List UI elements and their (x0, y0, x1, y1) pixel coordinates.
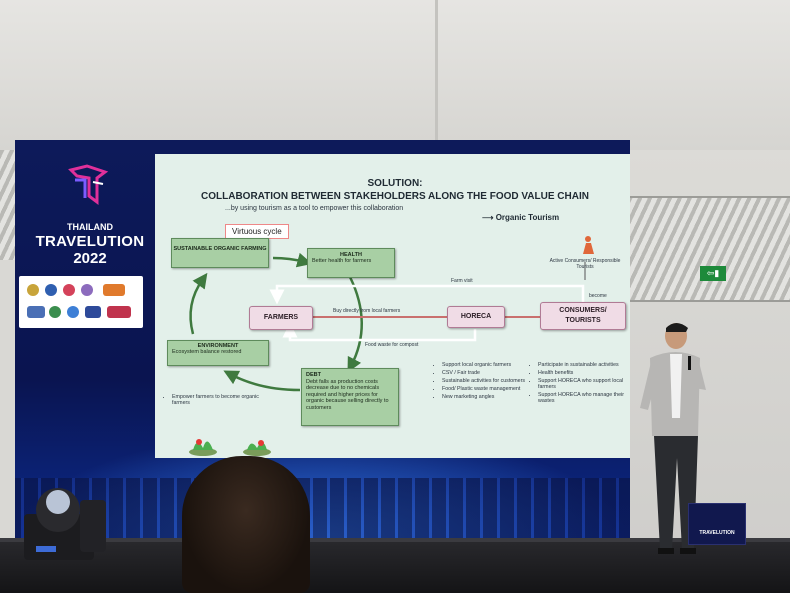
farm-visit-label: Farm visit (451, 278, 473, 284)
health-box: HEALTH Better health for farmers (307, 248, 395, 278)
environment-box: ENVIRONMENT Ecosystem balance restored (167, 340, 269, 366)
buy-direct-label: Buy directly from local farmers (333, 308, 401, 314)
sponsor-logo-icon (103, 284, 125, 296)
debt-title: DEBT (306, 372, 321, 378)
diagram-arrows (189, 252, 586, 392)
presentation-slide: SOLUTION: COLLABORATION BETWEEN STAKEHOL… (155, 154, 630, 458)
slide-goal: ⟶ Organic Tourism (482, 213, 559, 222)
health-text: Better health for farmers (312, 258, 372, 264)
event-country: THAILAND (67, 222, 113, 232)
arrow-environment-to-farming (189, 272, 208, 335)
health-title: HEALTH (340, 252, 362, 258)
debt-box: DEBT Debt falls as production costs decr… (301, 368, 399, 426)
list-item: Health benefits (538, 370, 630, 376)
slide-subtitle: COLLABORATION BETWEEN STAKEHOLDERS ALONG… (201, 191, 589, 202)
sponsor-logo-icon (107, 306, 131, 318)
list-item: Support HORECA who support local farmers (538, 378, 630, 390)
exit-sign: ⇦▮ (700, 266, 726, 281)
sponsor-logo-panel (19, 276, 143, 328)
sponsor-logo-icon (27, 284, 39, 296)
sponsor-logo-icon (81, 284, 93, 296)
sponsor-logo-icon (27, 306, 45, 318)
vegetable-illustration-icon (189, 439, 271, 456)
arrow-health-to-debt (347, 276, 363, 373)
active-consumers-label: Active Consumers/ Responsible Tourists (549, 258, 621, 270)
event-year: 2022 (73, 250, 107, 267)
sponsor-logo-icon (63, 284, 75, 296)
exit-arrow-icon: ⇦▮ (706, 268, 720, 278)
list-item: Support HORECA who manage their wastes (538, 392, 630, 404)
ventilation-grille (628, 196, 790, 302)
environment-title: ENVIRONMENT (197, 343, 239, 349)
farmers-box: FARMERS (249, 306, 313, 330)
sustainable-farming-title: SUSTAINABLE ORGANIC FARMING (173, 246, 267, 252)
podium-label: TRAVELUTION (699, 530, 735, 536)
farmers-label: FARMERS (263, 314, 299, 321)
list-item: Food/ Plastic waste management (442, 386, 526, 392)
slide-tagline: ...by using tourism as a tool to empower… (225, 205, 404, 212)
food-waste-label: Food waste for compost (365, 342, 419, 348)
tourist-icon (583, 236, 594, 254)
arrow-food-waste (282, 322, 477, 342)
consumers-bullet-list: Participate in sustainable activities He… (531, 362, 630, 406)
slide-title: SOLUTION: (367, 178, 423, 189)
horeca-label: HORECA (460, 313, 492, 320)
stage-light-icon (24, 488, 106, 560)
ceiling-wall (0, 0, 790, 150)
sponsor-logo-icon (85, 306, 101, 318)
horeca-bullet-list: Support local organic farmers CSV / Fair… (435, 362, 526, 402)
list-item: New marketing angles (442, 394, 526, 400)
event-name: TRAVELUTION (35, 233, 145, 250)
projection-screen: THAILAND TRAVELUTION 2022 SOLUTION: COLL… (15, 140, 630, 538)
become-label: become (589, 293, 607, 299)
audience-head (182, 456, 310, 593)
slide-goal-text: Organic Tourism (495, 213, 560, 222)
consumers-label: CONSUMERS/ TOURISTS (559, 307, 607, 324)
sponsor-logo-icon (45, 284, 57, 296)
stage-floor (0, 538, 790, 593)
sponsor-logo-icon (67, 306, 79, 318)
speaker-figure (640, 323, 706, 554)
sponsor-logo-icon (49, 306, 61, 318)
sustainable-farming-box: SUSTAINABLE ORGANIC FARMING (171, 238, 269, 268)
arrow-debt-to-environment (223, 370, 301, 392)
stage-edge (0, 538, 790, 542)
list-item: Participate in sustainable activities (538, 362, 630, 368)
travelution-logo-icon (68, 164, 109, 205)
arrow-right-icon: ⟶ (482, 213, 496, 222)
list-item: Sustainable activities for customers (442, 378, 526, 384)
arrow-farm-visit (269, 284, 585, 305)
farmers-bullet-list: Empower farmers to become organic farmer… (165, 394, 272, 408)
list-item: Support local organic farmers (442, 362, 526, 368)
environment-text: Ecosystem balance restored (172, 349, 242, 355)
city-skyline-graphic (15, 478, 630, 538)
wall-seam (435, 0, 438, 150)
list-item: CSV / Fair trade (442, 370, 526, 376)
consumers-box: CONSUMERS/ TOURISTS (540, 302, 626, 330)
horeca-box: HORECA (447, 306, 505, 328)
arrow-farming-to-health (272, 252, 313, 268)
podium: TRAVELUTION (688, 503, 746, 545)
list-item: Empower farmers to become organic farmer… (172, 394, 272, 406)
left-vent-panel (0, 150, 16, 260)
debt-text: Debt falls as production costs decrease … (306, 379, 389, 411)
